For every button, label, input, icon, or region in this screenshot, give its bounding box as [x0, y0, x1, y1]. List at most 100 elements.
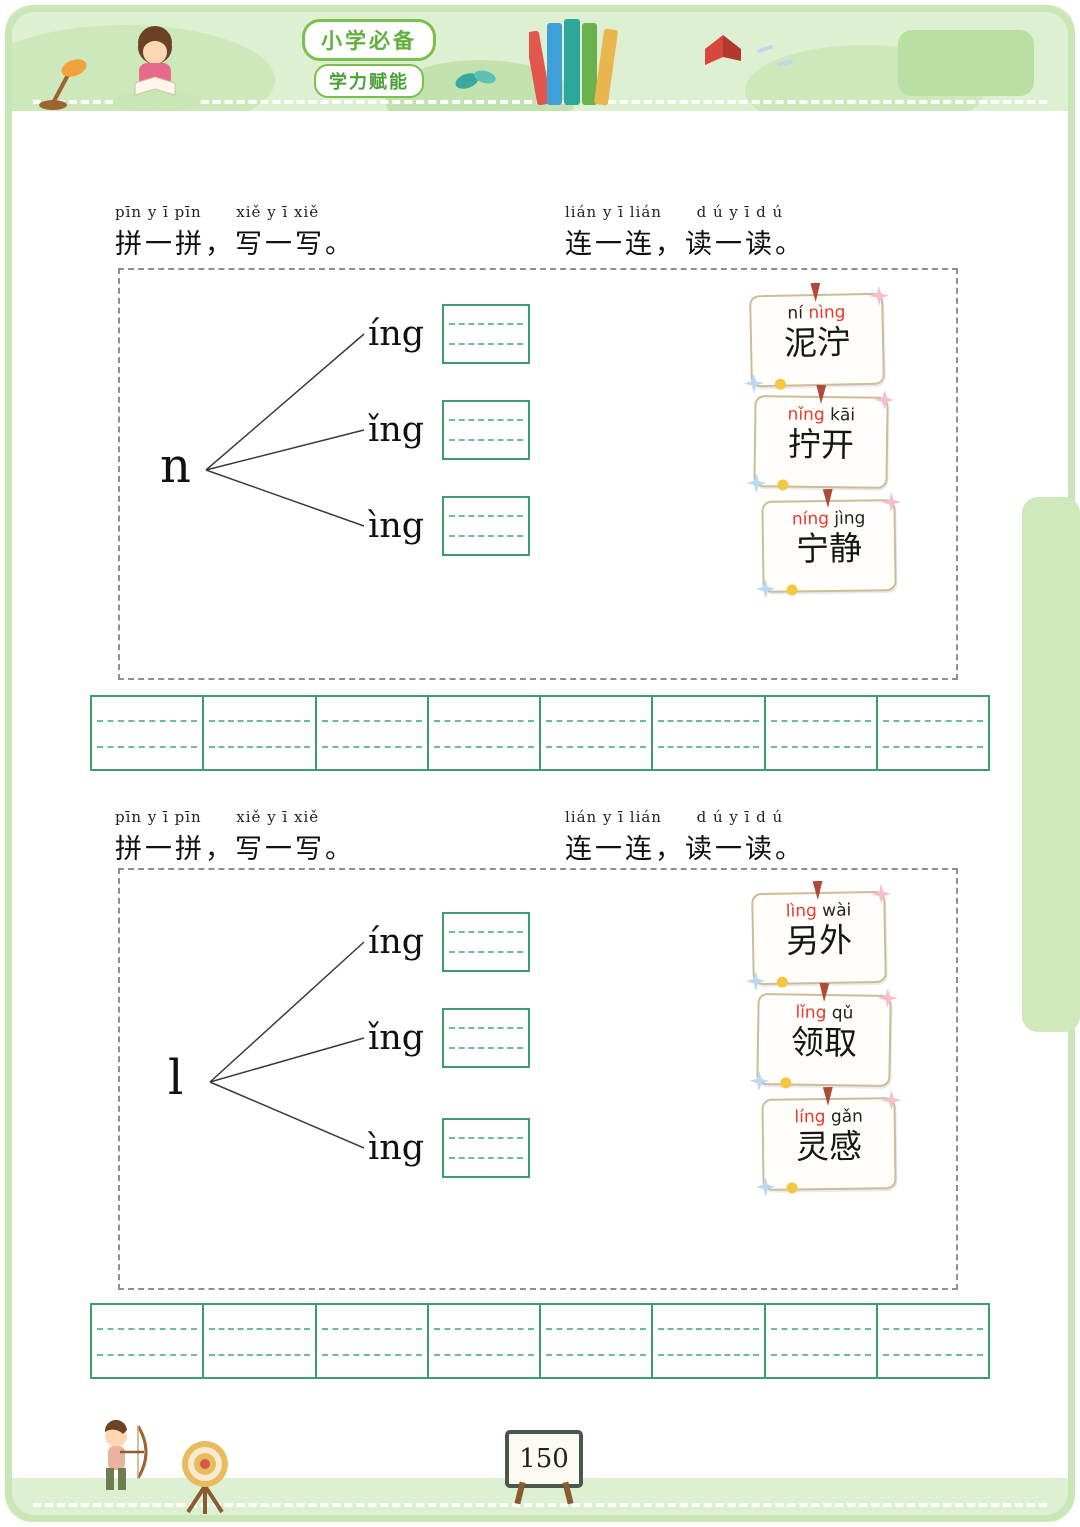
syllable-label: íng [368, 922, 425, 962]
exercise-box-1: n íng ǐng ìng ní nìng 泥泞 [118, 268, 958, 680]
card-pinyin: líng gǎn [764, 1106, 894, 1128]
card-pinyin: níng jìng [763, 508, 893, 530]
pinyin-writing-box [442, 400, 530, 460]
dot-icon [786, 1182, 798, 1194]
card-pinyin: ní nìng [751, 302, 881, 325]
card-word: 灵感 [795, 1126, 863, 1167]
card-word: 宁静 [795, 528, 863, 569]
pinyin-part: níng [791, 508, 830, 530]
pinyin-writing-box [442, 304, 530, 364]
pinyin-part: nǐng [787, 404, 825, 426]
page-number: 150 [519, 1444, 569, 1474]
instruction-pinyin: lián y ī lián d ú y ī d ú [565, 203, 784, 221]
syllable-label: ìng [368, 1128, 425, 1168]
syllable-row: ǐng [368, 400, 530, 460]
card-word: 拧开 [787, 424, 855, 465]
instruction-text: 连一连，读一读。 [565, 229, 805, 260]
corner-tab [898, 30, 1034, 96]
practice-cell [429, 1305, 541, 1377]
instruction-text: 拼一拼，写一写。 [115, 229, 355, 260]
syllable-row: ìng [368, 1118, 530, 1178]
pinyin-part: kāi [829, 405, 856, 426]
instruction-right-2: lián y ī lián d ú y ī d ú 连一连，读一读。 [565, 808, 805, 866]
instruction-text: 拼一拼，写一写。 [115, 834, 355, 865]
exercise-box-2: l íng ǐng ìng lìng wài 另外 [118, 868, 958, 1290]
pinyin-writing-box [442, 496, 530, 556]
word-card: lìng wài 另外 [751, 891, 887, 985]
brand-badge-top: 小学必备 [302, 19, 436, 61]
brand-badge: 小学必备 学力赋能 [281, 19, 457, 98]
pinyin-part: wài [822, 900, 852, 921]
practice-row-1 [90, 695, 990, 771]
pinyin-part: jìng [834, 508, 866, 529]
word-card: ní nìng 泥泞 [749, 293, 885, 388]
card-word: 另外 [785, 920, 853, 961]
practice-cell [653, 1305, 766, 1377]
word-card: níng jìng 宁静 [761, 499, 896, 593]
syllable-label: ǐng [368, 1018, 425, 1058]
card-word: 领取 [790, 1022, 858, 1063]
instruction-left-1: pīn y ī pīn xiě y ī xiě 拼一拼，写一写。 [115, 203, 355, 261]
syllable-row: ǐng [368, 1008, 530, 1068]
initial-letter: n [160, 438, 191, 494]
pinyin-part: qǔ [831, 1003, 854, 1024]
connector-lines [209, 941, 365, 1149]
practice-cell [878, 697, 988, 769]
target-icon [172, 1436, 238, 1520]
card-pinyin: lǐng qǔ [759, 1002, 889, 1024]
pinyin-part: lìng [785, 901, 817, 922]
syllable-label: ǐng [368, 410, 425, 450]
motion-dash-icon [756, 44, 774, 54]
pinyin-writing-box [442, 1008, 530, 1068]
instruction-text: 连一连，读一读。 [565, 834, 805, 865]
card-pinyin: nǐng kāi [756, 404, 886, 426]
instruction-right-1: lián y ī lián d ú y ī d ú 连一连，读一读。 [565, 203, 805, 261]
pinyin-part: líng [794, 1107, 826, 1128]
practice-cell [429, 697, 541, 769]
practice-cell [541, 697, 654, 769]
practice-cell [317, 697, 429, 769]
connector-lines [205, 333, 365, 527]
initial-letter: l [168, 1050, 184, 1106]
pinyin-part: gǎn [830, 1106, 863, 1127]
page-number-board: 150 [505, 1430, 583, 1505]
practice-cell [204, 697, 317, 769]
archer-icon [86, 1419, 164, 1512]
practice-cell [204, 1305, 317, 1377]
lamp-icon [33, 47, 97, 111]
card-word: 泥泞 [783, 322, 851, 363]
side-tab [1022, 497, 1080, 1032]
pinyin-writing-box [442, 1118, 530, 1178]
pinyin-part: nìng [808, 302, 846, 324]
instruction-pinyin: lián y ī lián d ú y ī d ú [565, 808, 784, 826]
pinyin-part: lǐng [795, 1002, 827, 1024]
reading-girl-icon [109, 21, 205, 111]
dot-icon [786, 584, 798, 596]
practice-cell [317, 1305, 429, 1377]
pinyin-part: ní [787, 303, 804, 324]
syllable-row: ìng [368, 496, 530, 556]
instruction-left-2: pīn y ī pīn xiě y ī xiě 拼一拼，写一写。 [115, 808, 355, 866]
banner-dashed-line [33, 1503, 1047, 1507]
practice-row-2 [90, 1303, 990, 1379]
word-card: líng gǎn 灵感 [761, 1097, 896, 1191]
practice-cell [92, 697, 205, 769]
syllable-row: íng [368, 912, 530, 972]
brand-badge-bottom: 学力赋能 [314, 64, 424, 98]
practice-cell [766, 697, 878, 769]
practice-cell [653, 697, 766, 769]
word-card: nǐng kāi 拧开 [753, 395, 888, 489]
pinyin-writing-box [442, 912, 530, 972]
syllable-label: íng [368, 314, 425, 354]
instruction-pinyin: pīn y ī pīn xiě y ī xiě [115, 808, 320, 826]
instruction-pinyin: pīn y ī pīn xiě y ī xiě [115, 203, 320, 221]
word-card: lǐng qǔ 领取 [756, 993, 891, 1087]
flying-book-icon [699, 27, 751, 73]
practice-cell [541, 1305, 654, 1377]
books-icon [525, 13, 621, 111]
practice-cell [92, 1305, 205, 1377]
card-pinyin: lìng wài [753, 900, 883, 922]
practice-cell [878, 1305, 988, 1377]
syllable-label: ìng [368, 506, 425, 546]
